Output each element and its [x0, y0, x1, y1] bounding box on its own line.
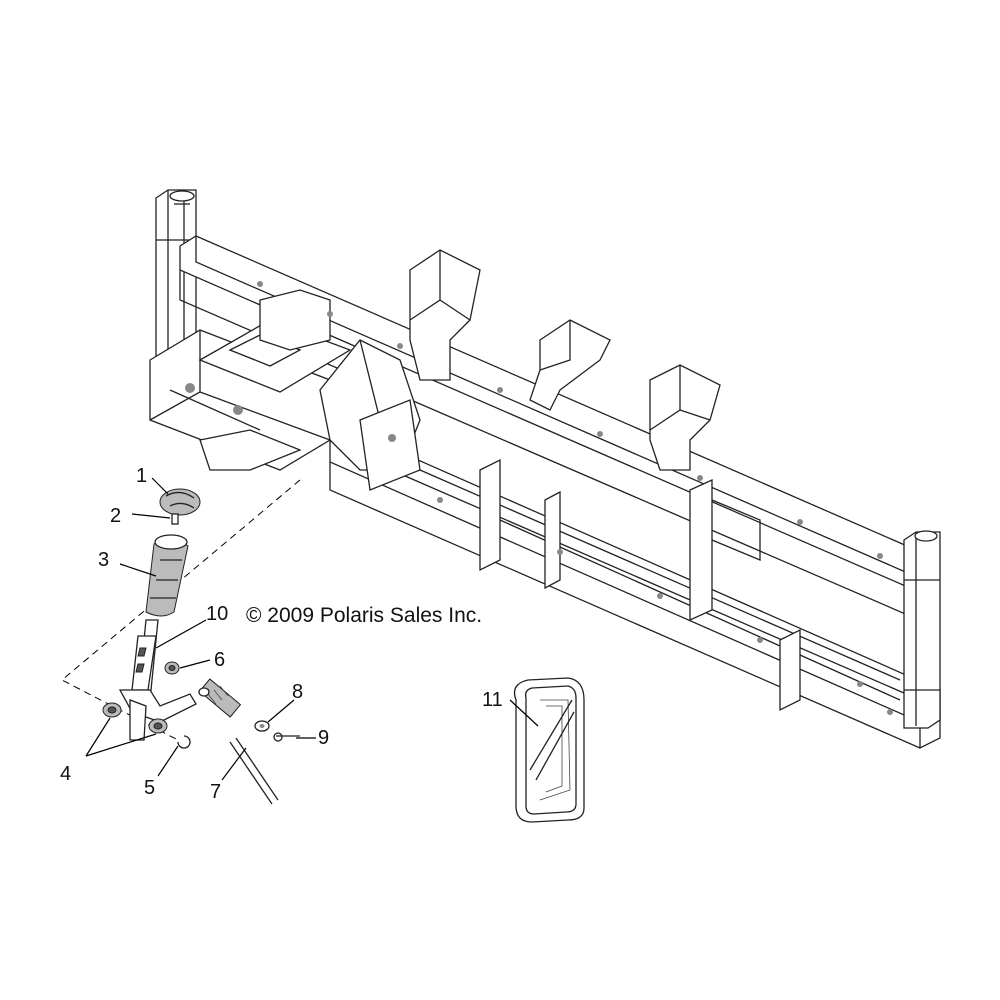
callout-4: 4 [60, 763, 71, 785]
copyright-notice: © 2009 Polaris Sales Inc. [246, 604, 482, 627]
part-9-cotter-pin [273, 732, 300, 742]
frame-bracket-3 [649, 364, 721, 471]
frame-holes [257, 281, 893, 715]
callout-3: 3 [98, 549, 109, 571]
part-8-washer [254, 720, 270, 732]
callout-6: 6 [214, 649, 225, 671]
part-7-shift-cable [198, 678, 279, 805]
callout-2: 2 [110, 505, 121, 527]
part-6-nut [164, 661, 180, 675]
callout-5: 5 [144, 777, 155, 799]
frame-right-post [903, 530, 941, 729]
part-2-set-screw [171, 513, 179, 525]
callout-11: 11 [482, 689, 503, 711]
vehicle-frame [149, 189, 941, 750]
callout-labels: 1 2 3 10 6 4 5 7 8 9 11 [60, 465, 503, 803]
callout-10: 10 [206, 603, 228, 625]
frame-bracket-2 [529, 319, 611, 411]
callout-7: 7 [210, 781, 221, 803]
callout-1: 1 [136, 465, 147, 487]
frame-center-bracket [319, 339, 421, 491]
part-10-shift-lever [118, 619, 197, 741]
part-3-shift-boot [145, 534, 189, 617]
callout-9: 9 [318, 727, 329, 749]
part-11-seal-boot [513, 677, 585, 823]
frame-left-crossmember [149, 289, 352, 471]
part-4-bushings [102, 702, 168, 734]
callout-8: 8 [292, 681, 303, 703]
frame-gussets [479, 458, 801, 712]
frame-bracket-1 [409, 249, 481, 381]
part-1-shift-knob [159, 488, 201, 516]
part-5-retaining-clip [177, 735, 191, 749]
leader-lines [85, 477, 539, 781]
